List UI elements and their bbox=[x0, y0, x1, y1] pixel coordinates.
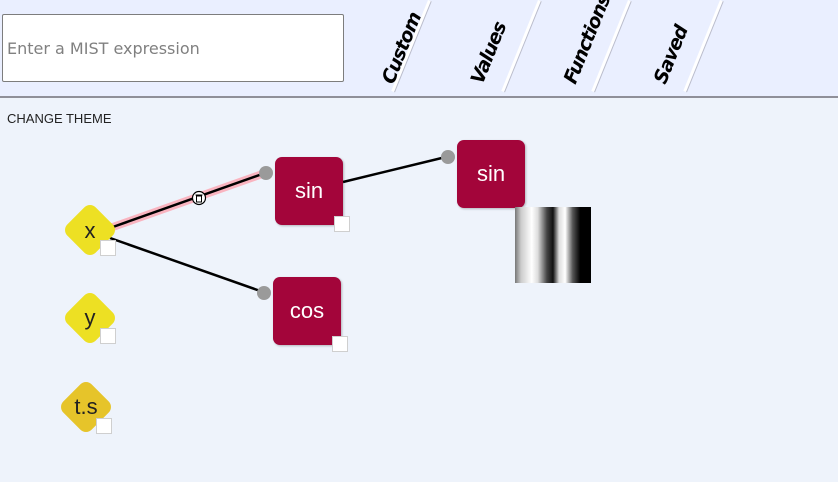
function-node-cos[interactable]: cos bbox=[273, 277, 341, 345]
input-port[interactable] bbox=[259, 166, 273, 180]
edge-layer bbox=[106, 154, 451, 295]
edge-sin-to-sin[interactable] bbox=[342, 154, 451, 184]
resize-handle[interactable] bbox=[96, 418, 112, 434]
change-theme-link[interactable]: CHANGE THEME bbox=[7, 111, 112, 126]
input-port[interactable] bbox=[257, 286, 271, 300]
resize-handle[interactable] bbox=[100, 240, 116, 256]
input-port[interactable] bbox=[441, 150, 455, 164]
function-node-sin-outer[interactable]: sin bbox=[457, 140, 525, 208]
rendered-image-preview[interactable] bbox=[515, 207, 591, 283]
top-bar: Custom Values Functions Saved bbox=[0, 0, 838, 98]
edge-x-to-cos[interactable] bbox=[109, 236, 267, 295]
tab-divider bbox=[501, 0, 542, 93]
function-node-sin[interactable]: sin bbox=[275, 157, 343, 225]
function-node-sin-label: sin bbox=[294, 178, 324, 203]
tab-values[interactable]: Values bbox=[466, 19, 512, 87]
expression-input[interactable] bbox=[2, 14, 344, 82]
function-node-cos-label: cos bbox=[289, 298, 325, 323]
workspace[interactable]: x y t.s sin sin cos bbox=[0, 98, 838, 482]
tab-divider bbox=[683, 0, 724, 93]
edge-x-to-sin[interactable] bbox=[109, 170, 269, 230]
function-node-sin-outer-label: sin bbox=[476, 161, 506, 186]
resize-handle[interactable] bbox=[332, 336, 348, 352]
resize-handle[interactable] bbox=[334, 216, 350, 232]
trash-icon[interactable] bbox=[191, 190, 207, 206]
tab-functions[interactable]: Functions bbox=[559, 0, 616, 87]
resize-handle[interactable] bbox=[100, 328, 116, 344]
tab-saved[interactable]: Saved bbox=[649, 22, 693, 87]
tab-custom[interactable]: Custom bbox=[377, 9, 426, 87]
